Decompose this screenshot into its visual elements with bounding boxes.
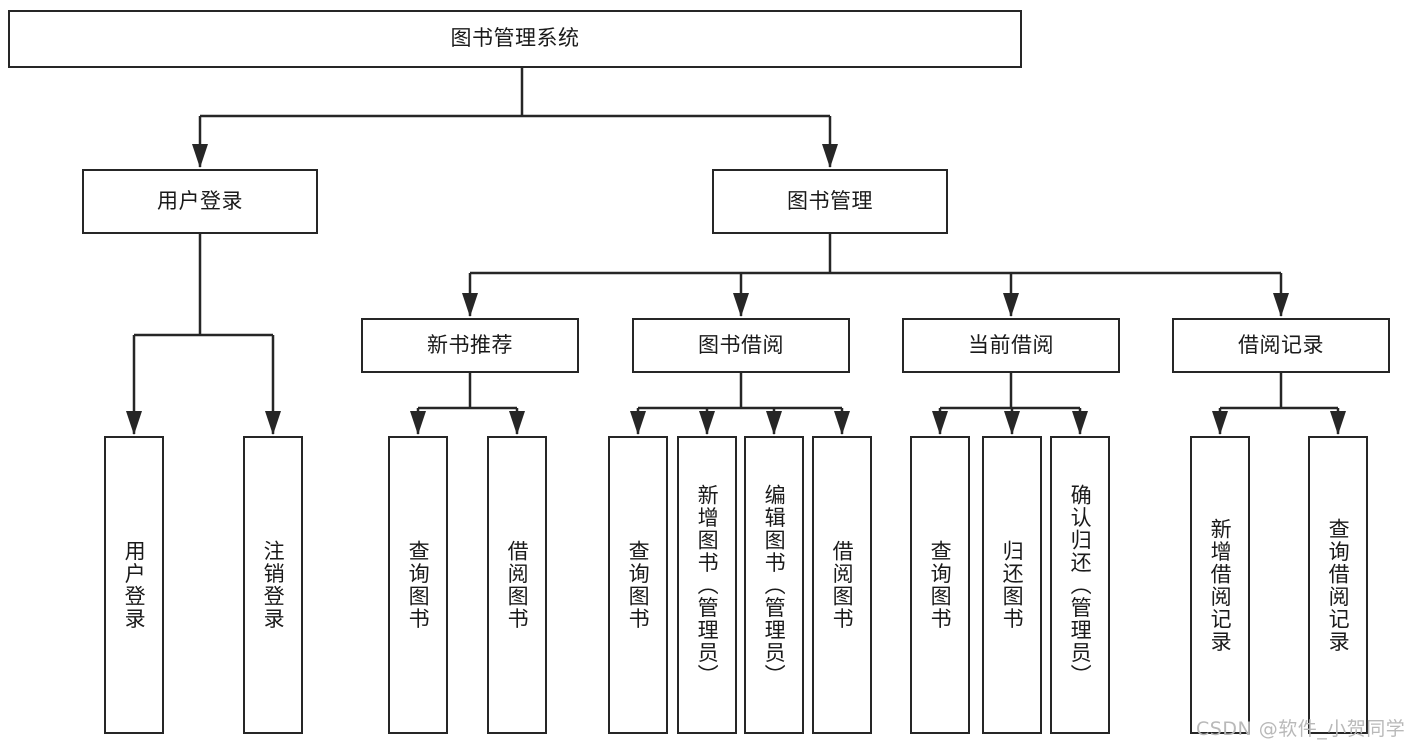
node-leaf-add-borrow-record[interactable]: 新增借阅记录 xyxy=(1190,436,1250,734)
node-label: 用户登录 xyxy=(122,540,147,630)
arrowhead-leaf-query-book-2 xyxy=(630,411,646,435)
node-label: 确认归还（管理员） xyxy=(1068,483,1093,687)
arrowhead-leaf-borrow-book-2 xyxy=(834,411,850,435)
node-label: 归还图书 xyxy=(1000,540,1025,630)
node-leaf-user-login[interactable]: 用户登录 xyxy=(104,436,164,734)
node-book-manage[interactable]: 图书管理 xyxy=(712,169,948,234)
node-label: 查询图书 xyxy=(626,540,651,630)
arrowhead-leaf-return-book xyxy=(1004,411,1020,435)
arrowhead-leaf-add-book-admin xyxy=(699,411,715,435)
arrowhead-new-book-recommend xyxy=(462,293,478,317)
arrowhead-leaf-query-book-3 xyxy=(932,411,948,435)
node-leaf-confirm-return-admin[interactable]: 确认归还（管理员） xyxy=(1050,436,1110,734)
arrowhead-leaf-query-borrow-record xyxy=(1330,411,1346,435)
node-label: 查询图书 xyxy=(406,540,431,630)
node-leaf-return-book[interactable]: 归还图书 xyxy=(982,436,1042,734)
arrowhead-leaf-user-login xyxy=(126,411,142,435)
arrowhead-book-borrow xyxy=(733,293,749,317)
node-new-book-recommend[interactable]: 新书推荐 xyxy=(361,318,579,373)
node-current-borrow[interactable]: 当前借阅 xyxy=(902,318,1120,373)
arrowhead-leaf-confirm-return-admin xyxy=(1072,411,1088,435)
node-label: 图书借阅 xyxy=(698,332,784,357)
node-root[interactable]: 图书管理系统 xyxy=(8,10,1022,68)
arrowhead-current-borrow xyxy=(1003,293,1019,317)
node-label: 图书管理 xyxy=(787,188,873,213)
node-label: 用户登录 xyxy=(157,188,243,213)
node-leaf-query-borrow-record[interactable]: 查询借阅记录 xyxy=(1308,436,1368,734)
arrowhead-leaf-borrow-book-1 xyxy=(509,411,525,435)
node-label: 新增图书（管理员） xyxy=(695,483,720,687)
node-label: 借阅图书 xyxy=(830,540,855,630)
node-label: 借阅记录 xyxy=(1238,332,1324,357)
node-label: 新增借阅记录 xyxy=(1208,517,1233,653)
node-leaf-query-book-1[interactable]: 查询图书 xyxy=(388,436,448,734)
node-label: 查询借阅记录 xyxy=(1326,517,1351,653)
arrowhead-user-login xyxy=(192,144,208,168)
node-leaf-borrow-book-2[interactable]: 借阅图书 xyxy=(812,436,872,734)
node-book-borrow[interactable]: 图书借阅 xyxy=(632,318,850,373)
arrowhead-borrow-record xyxy=(1273,293,1289,317)
arrowhead-leaf-add-borrow-record xyxy=(1212,411,1228,435)
node-label: 借阅图书 xyxy=(505,540,530,630)
node-label: 图书管理系统 xyxy=(450,26,580,51)
node-leaf-logout-login[interactable]: 注销登录 xyxy=(243,436,303,734)
arrowhead-leaf-edit-book-admin xyxy=(766,411,782,435)
node-leaf-edit-book-admin[interactable]: 编辑图书（管理员） xyxy=(744,436,804,734)
node-label: 注销登录 xyxy=(261,540,286,630)
node-leaf-add-book-admin[interactable]: 新增图书（管理员） xyxy=(677,436,737,734)
node-leaf-borrow-book-1[interactable]: 借阅图书 xyxy=(487,436,547,734)
arrowhead-book-manage xyxy=(822,144,838,168)
watermark-label: CSDN @软件_小贺同学 xyxy=(1196,718,1405,740)
node-leaf-query-book-2[interactable]: 查询图书 xyxy=(608,436,668,734)
arrowhead-leaf-logout-login xyxy=(265,411,281,435)
node-borrow-record[interactable]: 借阅记录 xyxy=(1172,318,1390,373)
node-label: 当前借阅 xyxy=(968,332,1054,357)
node-label: 新书推荐 xyxy=(427,332,513,357)
node-leaf-query-book-3[interactable]: 查询图书 xyxy=(910,436,970,734)
node-label: 查询图书 xyxy=(928,540,953,630)
node-user-login[interactable]: 用户登录 xyxy=(82,169,318,234)
arrowhead-leaf-query-book-1 xyxy=(410,411,426,435)
node-label: 编辑图书（管理员） xyxy=(762,483,787,687)
